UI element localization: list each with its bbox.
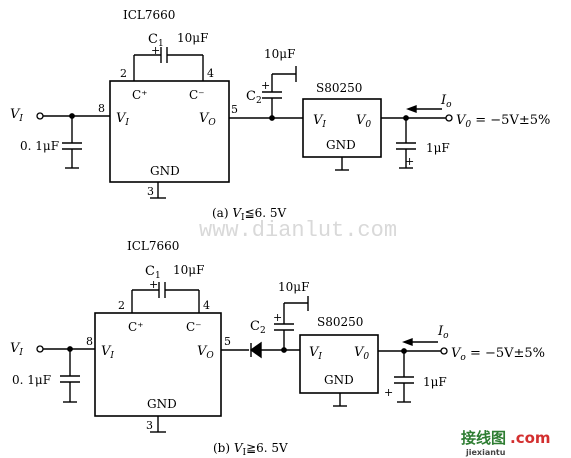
s80250-label-b: S80250 xyxy=(317,315,363,329)
circuit-b: ICL7660 C1 + 10μF 2 4 C⁺ C⁻ VI VO GND 3 … xyxy=(10,239,545,458)
input-label-b: VI xyxy=(10,341,23,358)
caption-b: (b) VI≧6. 5V xyxy=(213,441,288,458)
s80250-chip-b xyxy=(299,334,379,394)
s80250-vin-a: VI xyxy=(313,113,326,130)
chip-vout-a: VO xyxy=(199,111,216,128)
c2-ref-b: C2 xyxy=(250,319,266,336)
c1-ref-a: C1 xyxy=(148,32,164,49)
svg-text:+: + xyxy=(384,386,393,399)
c1-value-a: 10μF xyxy=(177,31,208,45)
s80250-vin-b: VI xyxy=(309,345,322,362)
pin8-a: 8 xyxy=(98,102,105,115)
s80250-vout-b: V0 xyxy=(354,345,369,362)
site-logo: 接线图 .com jiexiantu xyxy=(461,429,551,457)
s80250-vout-a: V0 xyxy=(356,113,371,130)
input-cap-a: 0. 1μF xyxy=(20,139,59,153)
s80250-gnd-b: GND xyxy=(324,373,354,387)
io-label-b: Io xyxy=(437,324,449,341)
icl7660-label-b: ICL7660 xyxy=(127,239,179,253)
icl7660-chip-b xyxy=(94,312,222,417)
input-label-a: VI xyxy=(10,107,23,124)
icl7660-chip-a xyxy=(109,80,230,183)
cminus-b: C⁻ xyxy=(186,320,202,334)
s80250-label-a: S80250 xyxy=(316,81,362,95)
out-cap-b: 1μF xyxy=(423,375,447,389)
pin2-b: 2 xyxy=(118,299,125,312)
gnd-label-b: GND xyxy=(147,397,177,411)
logo-text: 接线图 xyxy=(461,429,506,447)
watermark: www.dianlut.com xyxy=(199,218,397,243)
logo-sub: jiexiantu xyxy=(465,448,506,457)
input-terminal-b xyxy=(36,345,44,353)
caption-a: (a) VI≦6. 5V xyxy=(212,206,287,223)
pin4-b: 4 xyxy=(203,299,210,312)
pin5-b: 5 xyxy=(224,335,231,348)
cplus-b: C⁺ xyxy=(128,320,144,334)
cminus-a: C⁻ xyxy=(189,88,205,102)
output-terminal-a xyxy=(445,114,453,122)
chip-vout-b: VO xyxy=(197,344,214,361)
c1-ref-b: C1 xyxy=(145,264,161,281)
c2-ref-a: C2 xyxy=(246,89,262,106)
input-cap-b: 0. 1μF xyxy=(12,373,51,387)
pin3-a: 3 xyxy=(147,185,154,198)
output-label-a: V0 = −5V±5% xyxy=(456,113,550,130)
svg-text:+: + xyxy=(405,155,414,168)
pin4-a: 4 xyxy=(207,67,214,80)
icl7660-label-a: ICL7660 xyxy=(123,8,175,22)
diode-b xyxy=(249,341,262,359)
pin8-b: 8 xyxy=(86,335,93,348)
output-label-b: Vo = −5V±5% xyxy=(451,346,545,363)
gnd-label-a: GND xyxy=(150,164,180,178)
c2-value-a: 10μF xyxy=(264,47,295,61)
chip-vin-a: VI xyxy=(116,111,129,128)
output-terminal-b xyxy=(440,347,448,355)
svg-text:+: + xyxy=(261,79,270,92)
pin3-b: 3 xyxy=(146,419,153,432)
out-cap-a: 1μF xyxy=(426,141,450,155)
io-label-a: Io xyxy=(440,93,452,110)
c2-value-b: 10μF xyxy=(278,280,309,294)
pin2-a: 2 xyxy=(120,67,127,80)
chip-vin-b: VI xyxy=(101,344,114,361)
svg-text:+: + xyxy=(149,278,158,291)
cplus-a: C⁺ xyxy=(132,88,148,102)
s80250-chip-a xyxy=(302,98,382,158)
circuit-a: ICL7660 C1 + 10μF 2 4 C⁺ C⁻ VI VO GND 3 … xyxy=(10,8,550,223)
c1-value-b: 10μF xyxy=(173,263,204,277)
input-terminal-a xyxy=(36,112,44,120)
svg-text:+: + xyxy=(151,44,160,57)
pin5-a: 5 xyxy=(231,103,238,116)
svg-text:+: + xyxy=(273,311,282,324)
s80250-gnd-a: GND xyxy=(326,138,356,152)
logo-domain: .com xyxy=(510,429,551,447)
